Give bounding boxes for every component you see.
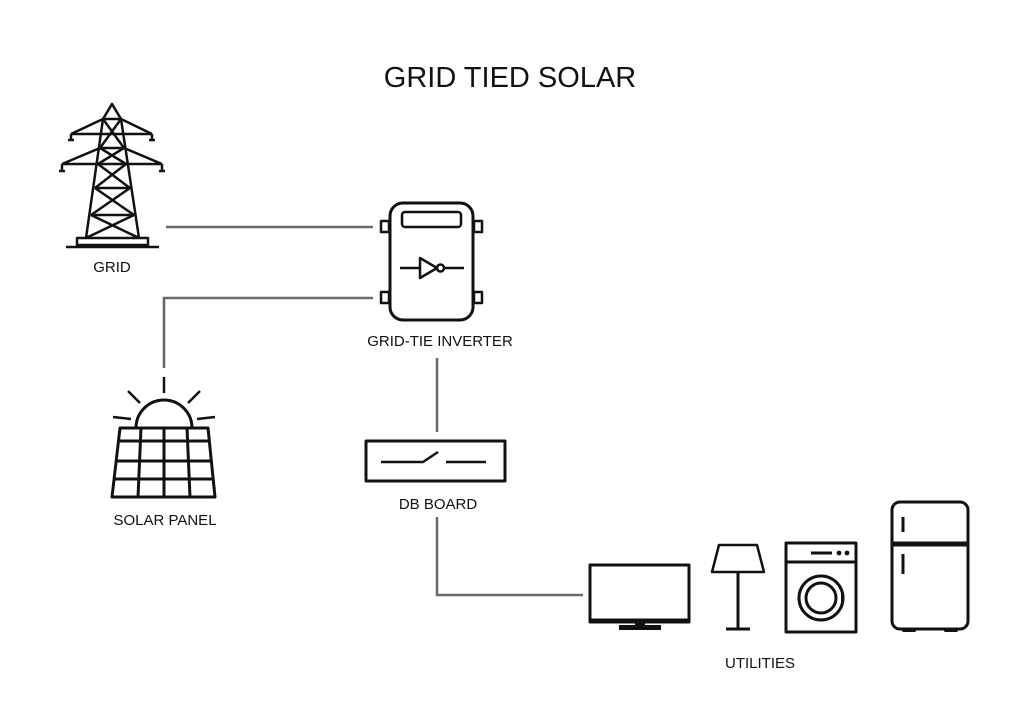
lamp-icon bbox=[710, 543, 766, 631]
db-board-label: DB BOARD bbox=[399, 496, 478, 513]
solar-node: SOLAR PANEL bbox=[110, 377, 217, 529]
switch-board-icon bbox=[364, 439, 507, 483]
tv-icon bbox=[588, 563, 691, 630]
solar-panel-icon bbox=[110, 377, 217, 499]
grid-label: GRID bbox=[93, 259, 131, 276]
connectors bbox=[162, 225, 583, 597]
inverter-symbol-icon bbox=[400, 256, 464, 280]
grid-node: GRID bbox=[59, 102, 165, 276]
wire-db-to-utilities bbox=[435, 517, 583, 597]
db-node: DB BOARD bbox=[364, 439, 507, 513]
refrigerator-icon bbox=[890, 500, 970, 632]
inverter-node: GRID-TIE INVERTER bbox=[367, 201, 513, 350]
utilities-node: UTILITIES bbox=[588, 500, 970, 672]
inverter-icon bbox=[379, 201, 484, 322]
sun-rays-icon bbox=[112, 377, 216, 421]
solar-panel-label: SOLAR PANEL bbox=[113, 512, 216, 529]
wire-solar-to-inverter bbox=[162, 296, 373, 368]
inverter-label: GRID-TIE INVERTER bbox=[367, 333, 513, 350]
utilities-label: UTILITIES bbox=[725, 655, 795, 672]
washing-machine-icon bbox=[784, 541, 858, 634]
transmission-tower-icon bbox=[59, 102, 165, 249]
sun-icon bbox=[134, 398, 194, 429]
diagram-title: GRID TIED SOLAR bbox=[384, 62, 636, 94]
